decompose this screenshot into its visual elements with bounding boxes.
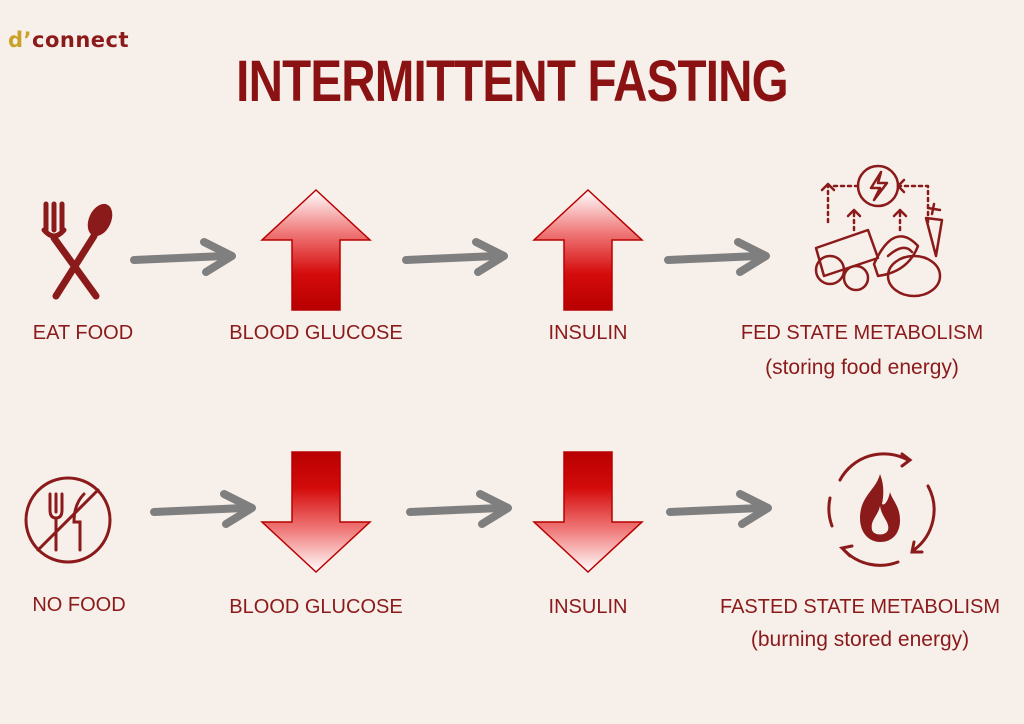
fasted-metabolism-icon xyxy=(827,452,936,567)
connector-arrow xyxy=(406,490,512,528)
arrow-up-icon xyxy=(260,188,372,311)
no-food-icon xyxy=(24,476,112,564)
connector-arrow xyxy=(666,490,772,528)
brand-logo: d’connect xyxy=(8,28,130,52)
arrow-up-icon xyxy=(532,188,644,311)
connector-arrow xyxy=(664,238,770,276)
arrow-down-icon xyxy=(260,451,372,574)
connector-arrow xyxy=(402,238,508,276)
step-sublabel: (storing food energy) xyxy=(765,356,959,379)
step-label: INSULIN xyxy=(548,322,628,344)
step-label: EAT FOOD xyxy=(32,322,134,344)
step-label: FED STATE METABOLISM xyxy=(740,322,984,344)
step-label: BLOOD GLUCOSE xyxy=(229,322,403,344)
connector-arrow xyxy=(150,490,256,528)
page-title: INTERMITTENT FASTING xyxy=(236,49,788,114)
fork-spoon-icon xyxy=(41,201,113,300)
connector-arrow xyxy=(130,238,236,276)
step-label: FASTED STATE METABOLISM xyxy=(719,596,1001,618)
fed-metabolism-icon xyxy=(814,164,944,298)
step-label: BLOOD GLUCOSE xyxy=(229,596,403,618)
step-sublabel: (burning stored energy) xyxy=(750,628,970,651)
step-label: INSULIN xyxy=(548,596,628,618)
arrow-down-icon xyxy=(532,451,644,574)
step-label: NO FOOD xyxy=(32,594,126,616)
